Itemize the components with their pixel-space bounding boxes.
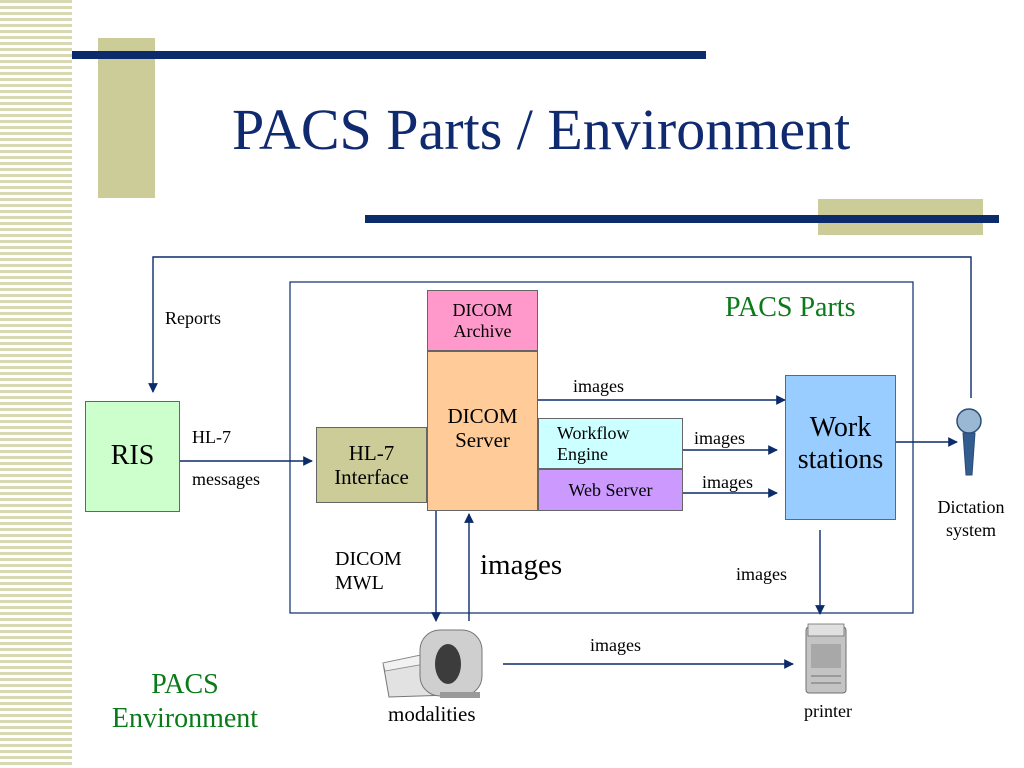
- hl7-interface-line-2: Interface: [334, 465, 409, 489]
- dictation-system-line-2: system: [945, 519, 996, 540]
- images-label-modalities-to-printer: images: [590, 635, 641, 655]
- printer-icon: [805, 623, 847, 694]
- images-label-server-to-workstations: images: [573, 376, 624, 396]
- pacs-environment-line-2: Environment: [111, 702, 259, 734]
- images-label-workflow-to-workstations: images: [694, 428, 745, 448]
- modalities-label: modalities: [388, 702, 476, 726]
- workstations-line-1: Work: [809, 412, 872, 443]
- dicom-server-node: DICOM Server: [427, 351, 538, 511]
- web-server-label: Web Server: [568, 479, 653, 500]
- printer-label: printer: [804, 701, 852, 721]
- pacs-environment-line-1: PACS: [151, 669, 219, 700]
- ris-label: RIS: [110, 440, 155, 472]
- accent-bar-bottom: [365, 215, 999, 223]
- tan-accent-block-top: [98, 38, 155, 198]
- page-title: PACS Parts / Environment: [232, 97, 851, 162]
- workstations-node: Work stations: [785, 375, 896, 520]
- images-label-webserver-to-workstations: images: [702, 472, 753, 492]
- pacs-environment-label: PACS Environment: [96, 668, 274, 735]
- pacs-parts-frame: [289, 281, 914, 614]
- reports-edge: [148, 256, 972, 398]
- dicom-mwl-label: DICOM MWL: [335, 547, 402, 596]
- images-label-modalities-to-server: images: [480, 549, 563, 581]
- images-label-workstations-to-printer: images: [736, 564, 787, 584]
- dicom-archive-node: DICOM Archive: [427, 290, 538, 351]
- workflow-engine-line-1: Workflow: [557, 422, 630, 443]
- workstations-line-2: stations: [797, 444, 884, 476]
- decorative-stripes: [0, 0, 72, 768]
- dicom-archive-line-2: Archive: [453, 320, 512, 341]
- ris-node: RIS: [85, 401, 180, 512]
- workflow-engine-node: Workflow Engine: [538, 418, 683, 469]
- workflow-engine-line-2: Engine: [557, 443, 608, 464]
- dictation-system-line-1: Dictation: [937, 497, 1005, 517]
- microphone-icon: [956, 408, 982, 476]
- modality-scanner-icon: [382, 629, 483, 698]
- web-server-node: Web Server: [538, 469, 683, 511]
- accent-bar-top: [72, 51, 706, 59]
- dictation-system-label: Dictation system: [922, 496, 1020, 541]
- pacs-parts-label: PACS Parts: [725, 292, 856, 323]
- dicom-server-line-1: DICOM: [447, 404, 518, 428]
- dicom-mwl-line-1: DICOM: [335, 548, 402, 570]
- dicom-mwl-line-2: MWL: [335, 572, 384, 595]
- hl7-interface-line-1: HL-7: [348, 440, 395, 465]
- hl7-edge-label: HL-7: [192, 427, 231, 447]
- dicom-server-line-2: Server: [455, 428, 510, 453]
- reports-label: Reports: [165, 308, 221, 328]
- messages-edge-label: messages: [192, 469, 260, 489]
- hl7-interface-node: HL-7 Interface: [316, 427, 427, 503]
- dicom-archive-line-1: DICOM: [452, 299, 513, 320]
